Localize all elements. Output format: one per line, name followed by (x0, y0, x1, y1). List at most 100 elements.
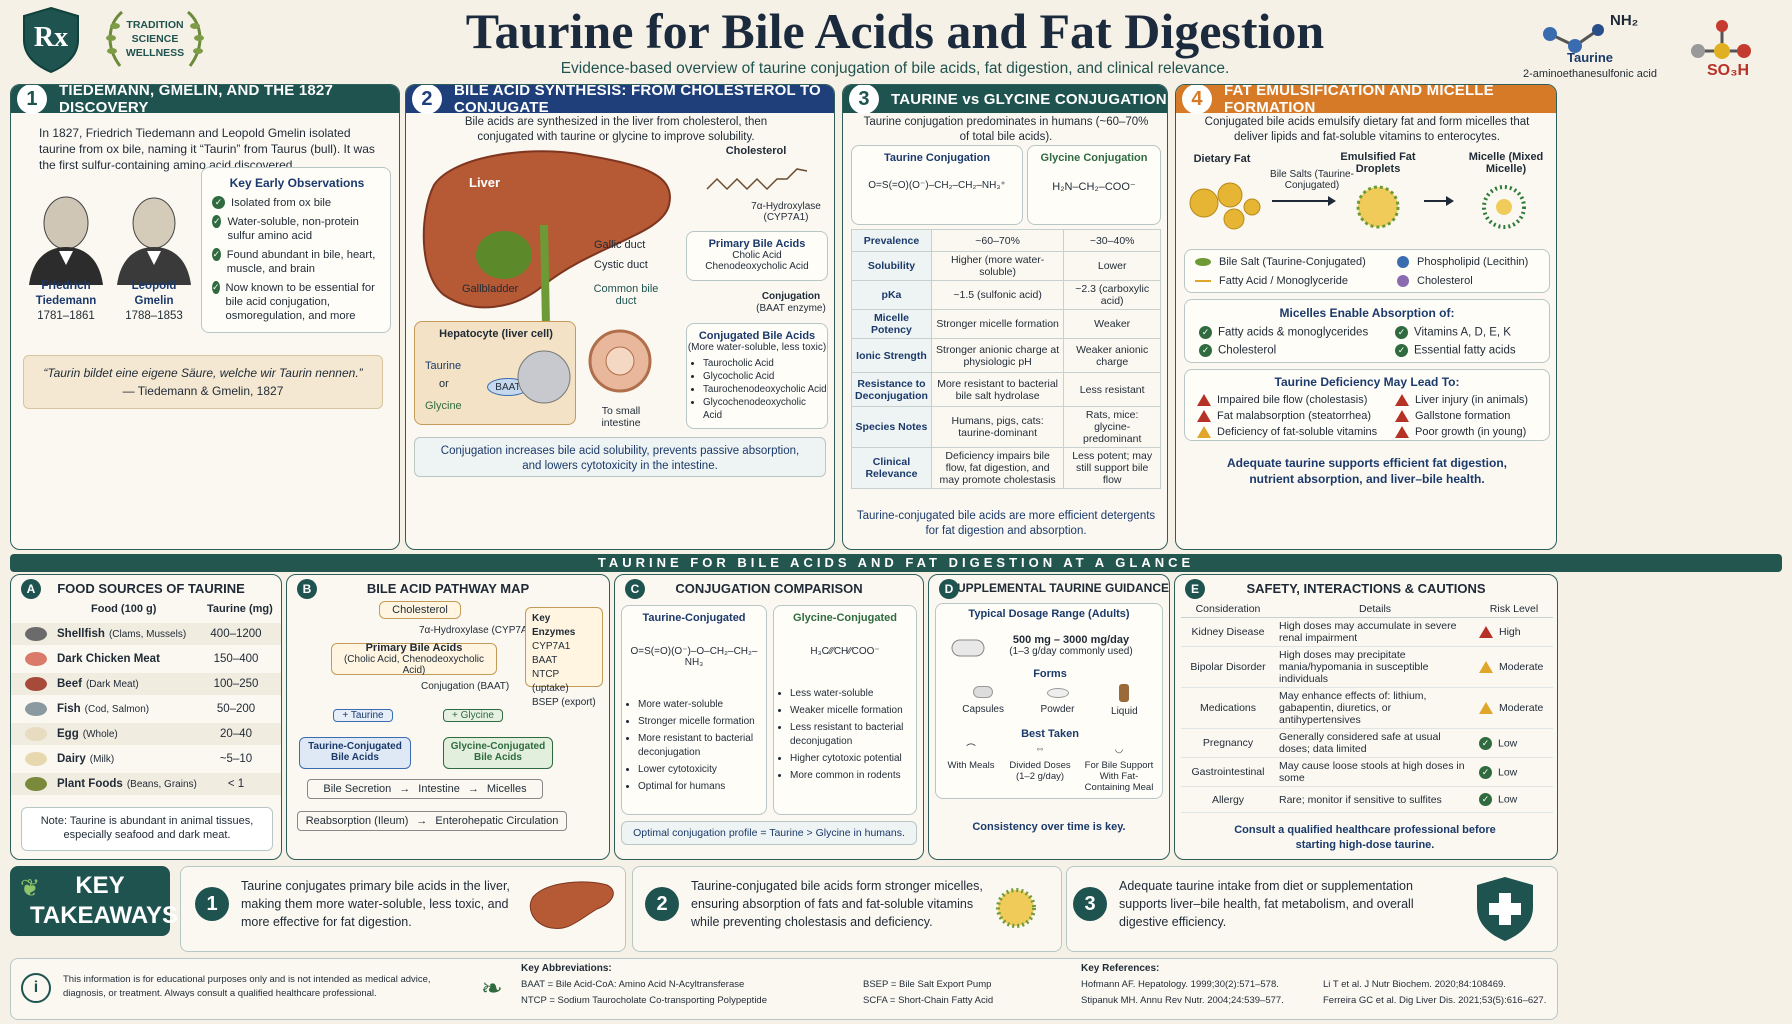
primary-title: Primary Bile Acids (708, 238, 806, 250)
def-item: Liver injury (in animals) (1415, 394, 1529, 406)
best-title: Best Taken (1021, 728, 1079, 740)
glycine-cell: Weaker (1063, 309, 1161, 339)
food-icon (25, 677, 47, 691)
food-row: Egg(Whole)20–40 (11, 723, 281, 745)
tau-item: Stronger micelle formation (638, 715, 766, 729)
abbr-item: BSEP = Bile Salt Export Pump (863, 979, 992, 990)
food-detail: (Milk) (89, 753, 115, 765)
rx-shield-logo: Rx (20, 6, 82, 74)
primary-bile-box: Primary Bile Acids Cholic Acid Chenodeox… (686, 231, 828, 281)
page-subtitle: Evidence-based overview of taurine conju… (560, 60, 1230, 77)
form-powder: Powder (1041, 684, 1074, 717)
food-name: Beef (57, 678, 82, 690)
row-label: Solubility (851, 251, 932, 281)
enzyme-item: CYP7A1 (532, 641, 571, 652)
takeaway-text: Taurine conjugates primary bile acids in… (241, 879, 510, 929)
micelle-icon (1482, 185, 1526, 229)
or-label: or (439, 378, 449, 390)
arrow-icon: → (399, 783, 411, 795)
page-title: Taurine for Bile Acids and Fat Digestion (465, 3, 1325, 59)
food-name: Egg (57, 728, 79, 740)
glycine-formula-box: Glycine Conjugation H₂N–CH₂–COO⁻ (1027, 145, 1161, 225)
food-name: Dairy (57, 753, 86, 765)
warning-icon (1395, 410, 1409, 423)
food-icon (25, 727, 47, 741)
glycine-cell: ~30–40% (1063, 229, 1161, 252)
obs-item: Water-soluble, non-protein sulfur amino … (227, 216, 359, 242)
form-liquid: Liquid (1111, 684, 1138, 717)
col-details: Details (1358, 603, 1392, 615)
food-value: 100–250 (213, 678, 259, 690)
food-value: 50–200 (216, 703, 256, 715)
flow-step: Bile Secretion (323, 783, 392, 795)
food-name: Shellfish (57, 628, 105, 640)
food-detail: (Beans, Grains) (126, 778, 197, 790)
observations-title: Key Early Observations (229, 176, 365, 190)
synthesis-intro: Bile acids are synthesized in the liver … (464, 116, 768, 143)
quote-text: “Taurin bildet eine eigene Säure, welche… (43, 366, 363, 380)
check-icon: ✓ (212, 215, 222, 228)
dosage-box: Typical Dosage Range (Adults) 500 mg – 3… (935, 603, 1163, 799)
check-icon: ✓ (212, 248, 221, 261)
panel-title: BILE ACID SYNTHESIS: FROM CHOLESTEROL TO… (454, 84, 821, 116)
col-risk: Risk Level (1489, 603, 1539, 615)
person2-years: 1788–1853 (125, 310, 183, 322)
legend-item: Bile Salt (Taurine-Conjugated) (1219, 256, 1366, 268)
section-letter: B (297, 579, 317, 599)
supplement-footer: Consistency over time is key. (972, 821, 1126, 833)
row-label: pKa (851, 280, 932, 310)
enzymes-title: Key Enzymes (532, 613, 576, 638)
def-item: Fat malabsorption (steatorrhea) (1217, 410, 1372, 422)
taurine-molecule: NH₂ SO₃H Taurine 2-aminoethanesulfonic a… (1523, 6, 1780, 82)
tau-head: Taurine Conjugation (883, 152, 991, 164)
stage-dietary-fat: Dietary Fat (1193, 153, 1251, 165)
flow-step: Intestine (418, 783, 460, 795)
food-icon (25, 777, 47, 791)
glycine-label: Glycine (425, 400, 462, 412)
check-icon: ✓ (1479, 793, 1492, 806)
pills-icon: ◦◦ (1036, 744, 1044, 755)
panel-number: 3 (849, 85, 879, 114)
gly-formula: H₂N–CH₂–COO⁻ (1052, 181, 1136, 193)
panel-title: TIEDEMANN, GMELIN, AND THE 1827 DISCOVER… (59, 84, 334, 116)
check-icon: ✓ (1199, 326, 1212, 339)
liver-illustration: Liver (414, 145, 684, 326)
food-name: Plant Foods (57, 778, 123, 790)
form-label: Liquid (1111, 706, 1138, 717)
person1-last: Tiedemann (35, 295, 97, 307)
taurine-cell: More resistant to bacterial bile salt hy… (930, 372, 1065, 407)
glycine-cell: Weaker anionic charge (1063, 338, 1161, 373)
ref-item: Ferreira GC et al. Dig Liver Dis. 2021;5… (1323, 995, 1547, 1006)
absorption-box: Micelles Enable Absorption of: ✓Fatty ac… (1184, 299, 1550, 363)
abbr-item: SCFA = Short-Chain Fatty Acid (863, 995, 994, 1006)
comparison-row: Prevalence~60–70%~30–40% (851, 229, 1161, 252)
molecule-name: Taurine (1567, 50, 1613, 65)
ref-item: Hofmann AF. Hepatology. 1999;30(2):571–5… (1081, 979, 1279, 990)
enzyme-item: BAAT (532, 655, 558, 666)
liver-label: Liver (469, 175, 501, 190)
flow-primary: Primary Bile Acids(Cholic Acid, Chenodeo… (331, 642, 497, 676)
section-title: FOOD SOURCES OF TAURINE (57, 580, 245, 596)
quote-box: “Taurin bildet eine eigene Säure, welche… (23, 355, 383, 409)
liver-icon (422, 150, 671, 326)
taurine-cell: Deficiency impairs bile flow, fat digest… (930, 447, 1065, 489)
row-label: Micelle Potency (851, 309, 932, 339)
laurel-badge: TRADITION SCIENCE WELLNESS (100, 6, 210, 76)
laurel-icon (106, 10, 204, 67)
conj-item: Taurocholic Acid (703, 357, 827, 370)
primary-item: Chenodeoxycholic Acid (705, 261, 809, 272)
risk-level: Low (1498, 765, 1518, 778)
risk-level: High (1499, 625, 1521, 638)
food-detail: (Dark Meat) (85, 678, 139, 690)
flow-row-1: Bile Secretion→Intestine→Micelles (307, 779, 543, 799)
row-label: Resistance to Deconjugation (851, 372, 932, 407)
takeaways-line-2: TAKEAWAYS (30, 902, 179, 929)
food-value: 400–1200 (210, 628, 262, 640)
abs-item: Cholesterol (1218, 344, 1277, 357)
panel-number: 1 (17, 85, 47, 114)
flow-primary-sub: (Cholic Acid, Chenodeoxycholic Acid) (343, 654, 485, 676)
enzyme-item: BSEP (export) (532, 697, 596, 708)
